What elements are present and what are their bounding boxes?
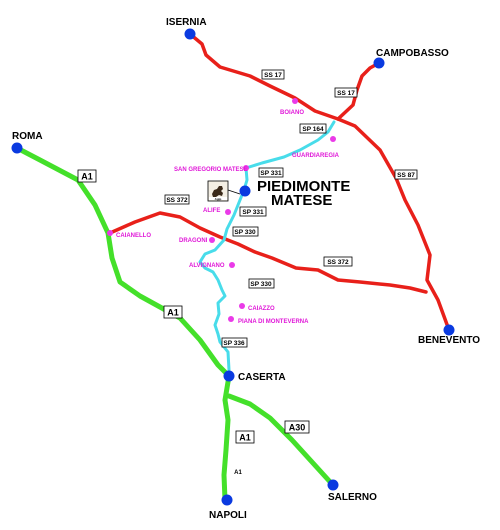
caserta-label: CASERTA [238,372,286,383]
road-badge-ss372-west: SS 372 [164,194,190,205]
svg-text:SP 330: SP 330 [234,229,256,236]
road-badge-sp330-north: SP 330 [232,226,259,237]
guardiaregia-marker [330,136,336,142]
dragoni-marker [209,237,215,243]
road-badge-a1-middle: A1 [163,305,183,319]
road-badge-sp164: SP 164 [299,123,327,134]
salerno-marker [327,479,339,491]
svg-text:A1: A1 [239,433,251,443]
isernia-marker [184,28,196,40]
svg-text:SP 164: SP 164 [302,126,324,133]
roma-marker [11,142,23,154]
road-badge-sp331-south: SP 331 [239,206,267,217]
caianello-label: CAIANELLO [116,233,151,239]
svg-text:A1: A1 [81,172,93,182]
piedimonte-marker [239,185,251,197]
agip-logo-icon: Agip [207,180,229,202]
svg-text:SS 372: SS 372 [166,197,188,204]
agip-caption: Agip [215,197,222,201]
logo-leader-line [227,189,241,195]
svg-text:SS 372: SS 372 [327,259,349,266]
svg-text:SP 336: SP 336 [223,340,245,347]
road-badge-sp336: SP 336 [221,337,248,348]
caianello-marker [107,230,113,236]
guardiaregia-label: GUARDIAREGIA [292,153,340,159]
svg-text:SP 331: SP 331 [242,209,264,216]
benevento-marker [443,324,455,336]
piedimonte-label-line1: PIEDIMONTE [257,178,350,195]
a1-small-label: A1 [234,470,242,476]
caiazzo-label: CAIAZZO [248,306,275,312]
svg-text:SP 330: SP 330 [250,281,272,288]
road-badge-sp330-south: SP 330 [248,278,275,289]
road-badge-ss17-east: SS 17 [334,87,358,98]
svg-text:SS 17: SS 17 [264,72,282,79]
boiano-label: BOIANO [280,110,304,116]
a30-motorway [226,393,335,487]
svg-text:SS 87: SS 87 [397,172,415,179]
provincial-road [198,120,336,372]
a1-motorway-south [221,373,232,503]
ss372-road [108,211,428,294]
ss17-campobasso-branch [336,61,381,121]
a1-motorway-north [14,145,232,379]
svg-text:A30: A30 [289,423,306,433]
svg-text:SS 17: SS 17 [337,90,355,97]
svg-text:A1: A1 [167,308,179,318]
piana-label: PIANA DI MONTEVERNA [238,319,309,325]
road-badge-sp331-north: SP 331 [258,167,284,178]
campobasso-label: CAMPOBASSO [376,48,449,59]
campobasso-marker [373,57,385,69]
road-badge-ss372-east: SS 372 [323,256,353,267]
isernia-label: ISERNIA [166,17,207,28]
alvignano-marker [229,262,235,268]
svg-text:SP 331: SP 331 [260,170,282,177]
dragoni-label: DRAGONI [179,238,208,244]
napoli-marker [221,494,233,506]
napoli-label: NAPOLI [209,510,247,521]
roma-label: ROMA [12,131,43,142]
benevento-label: BENEVENTO [418,335,480,346]
salerno-label: SALERNO [328,492,377,503]
caiazzo-marker [239,303,245,309]
road-badge-a30: A30 [284,420,310,434]
road-badge-ss87: SS 87 [394,169,418,180]
alife-marker [225,209,231,215]
boiano-marker [292,98,298,104]
caserta-marker [223,370,235,382]
san-gregorio-marker [243,165,249,171]
piana-marker [228,316,234,322]
road-badge-a1-south: A1 [235,430,255,444]
san-gregorio-label: SAN GREGORIO MATESE [174,167,248,173]
alvignano-label: ALVIGNANO [189,263,225,269]
alife-label: ALIFE [203,208,220,214]
piedimonte-label-line2: MATESE [271,192,332,209]
road-badge-ss17-west: SS 17 [261,69,285,80]
ss17-road [188,32,451,332]
road-badge-a1-north: A1 [77,169,97,183]
